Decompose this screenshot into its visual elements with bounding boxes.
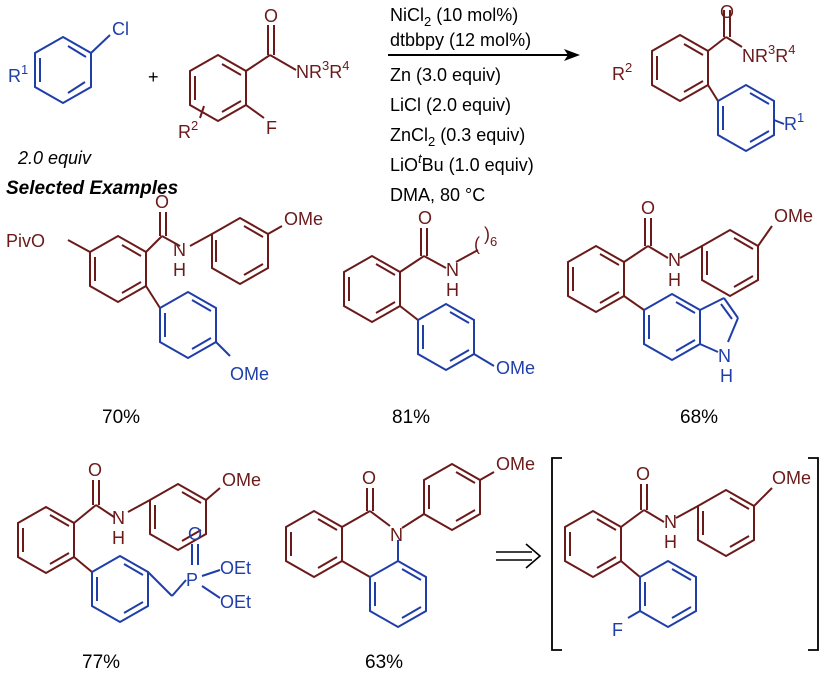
example-4-po-oxygen: O <box>188 524 202 544</box>
example-3-indole-n: N <box>718 346 731 366</box>
example-1-yield: 70% <box>102 407 140 428</box>
example-5-oxygen: O <box>362 468 376 488</box>
example-4-structure: O N H OMe P O OEt OEt <box>17 460 261 624</box>
example-4-phosphorus: P <box>186 570 198 590</box>
condition-line-3: Zn (3.0 equiv) <box>390 65 501 85</box>
intermediate-nh-n: N <box>664 512 677 532</box>
reaction-conditions: NiCl2 (10 mol%) dtbbpy (12 mol%) Zn (3.0… <box>390 5 534 205</box>
amide-nr3r4-label: NR3R4 <box>296 58 349 82</box>
example-3-oxygen: O <box>641 198 655 218</box>
example-4-nh-n: N <box>112 508 125 528</box>
example-4-ome: OMe <box>222 470 261 490</box>
condition-line-6: LiOtBu (1.0 equiv) <box>390 151 534 175</box>
product-nr3r4-label: NR3R4 <box>742 42 795 66</box>
example-3-indole-h: H <box>720 366 733 386</box>
example-1-opiv: PivO <box>6 231 45 251</box>
example-1-nh-n: N <box>173 240 186 260</box>
product-structure <box>651 10 743 103</box>
example-2-oxygen: O <box>418 208 432 228</box>
condition-line-7: DMA, 80 °C <box>390 185 485 205</box>
example-1-nh-h: H <box>173 260 186 280</box>
example-2-yield: 81% <box>392 407 430 428</box>
example-2-chain-open: ( <box>474 234 480 254</box>
example-3-nh-n: N <box>668 250 681 270</box>
r2-bond <box>199 105 205 119</box>
example-3-nh-h: H <box>668 270 681 290</box>
example-4-oxygen: O <box>88 460 102 480</box>
fluorine-label: F <box>266 118 277 138</box>
product-r2-label: R2 <box>612 60 632 84</box>
intermediate-nh-h: H <box>664 532 677 552</box>
retrosynthesis-arrow <box>496 543 542 569</box>
condition-line-2: dtbbpy (12 mol%) <box>390 30 531 50</box>
example-1-ome-top: OMe <box>284 209 323 229</box>
example-2-nh-n: N <box>446 260 459 280</box>
example-4-yield: 77% <box>82 652 120 673</box>
example-3-structure: O N H OMe N H <box>567 198 813 386</box>
product-r1-label: R1 <box>784 110 804 134</box>
example-2-nh-h: H <box>446 280 459 300</box>
example-3-ome: OMe <box>774 206 813 226</box>
aryl-chloride-structure <box>34 34 111 105</box>
r2-label: R2 <box>178 118 198 142</box>
equiv-label: 2.0 equiv <box>17 148 92 168</box>
intermediate-bracket <box>551 457 819 651</box>
section-title: Selected Examples <box>6 178 178 199</box>
condition-line-4: LiCl (2.0 equiv) <box>390 95 511 115</box>
example-1-structure: PivO O N H OMe OMe <box>6 192 323 384</box>
example-2-structure: O N H ( )6 OMe <box>343 208 535 378</box>
example-5-structure: O N OMe <box>285 454 535 629</box>
intermediate-ome: OMe <box>772 468 811 488</box>
r1-label: R1 <box>8 62 28 86</box>
example-2-chain: )6 <box>484 224 497 249</box>
intermediate-fluorine: F <box>612 620 623 640</box>
condition-line-1: NiCl2 (10 mol%) <box>390 5 518 29</box>
example-5-nitrogen: N <box>390 525 403 545</box>
fluorobenzamide-structure <box>189 25 297 123</box>
example-1-oxygen: O <box>155 192 169 212</box>
chlorine-label: Cl <box>112 19 129 39</box>
intermediate-oxygen: O <box>636 464 650 484</box>
condition-line-5: ZnCl2 (0.3 equiv) <box>390 125 525 149</box>
product-aryl-ring <box>717 83 785 153</box>
example-4-oet-1: OEt <box>220 558 251 578</box>
example-2-ome: OMe <box>496 358 535 378</box>
example-1-ome-bottom: OMe <box>230 364 269 384</box>
intermediate-structure: O N H OMe F <box>564 464 811 640</box>
example-4-oet-2: OEt <box>220 592 251 612</box>
example-3-yield: 68% <box>680 407 718 428</box>
product-oxygen: O <box>720 2 734 22</box>
example-4-nh-h: H <box>112 528 125 548</box>
plus-sign: + <box>148 67 159 87</box>
amide-oxygen: O <box>264 6 278 26</box>
example-5-yield: 63% <box>365 652 403 673</box>
reaction-arrow <box>388 49 580 61</box>
example-5-ome: OMe <box>496 454 535 474</box>
